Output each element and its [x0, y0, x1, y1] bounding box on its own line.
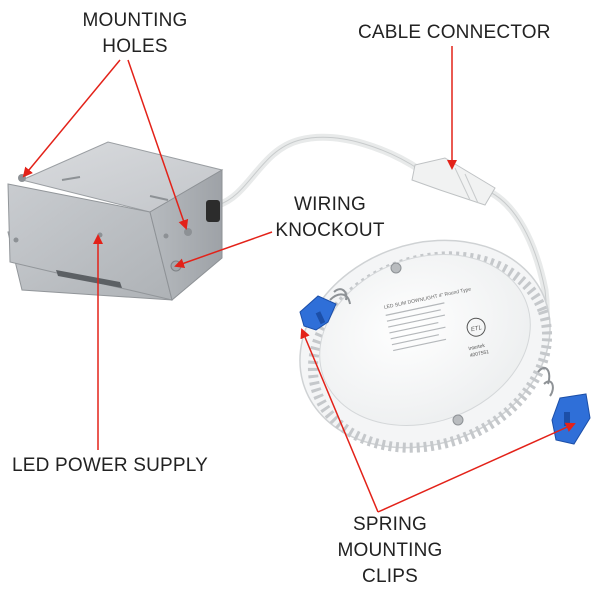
cert-number: 4007551: [469, 349, 490, 359]
panel-screw-bottom: [452, 414, 464, 426]
panel-screw-top: [390, 262, 402, 274]
intertek-brand: Intertek: [468, 343, 486, 352]
led-power-supply-box: [7, 141, 224, 301]
led-power-supply-label: LED POWER SUPPLY: [10, 453, 210, 479]
wiring-knockout-label: WIRING KNOCKOUT: [270, 192, 390, 244]
led-power-supply-label-text: LED POWER SUPPLY: [11, 455, 209, 476]
cable-strain-relief: [206, 200, 220, 222]
arrow-spring-clip-right: [377, 422, 576, 513]
spring-clip-right: [537, 366, 591, 445]
arrow-mounting-holes-right: [127, 59, 189, 230]
wiring-knockout-label-line-2: KNOCKOUT: [275, 220, 385, 241]
heat-sink-fins: [307, 251, 553, 453]
power-cable-outline: [217, 136, 421, 206]
mounting-hole-right: [184, 228, 192, 236]
spring-clips-label-line-1: SPRING: [352, 514, 428, 535]
mounting-holes-label-line-2: HOLES: [102, 36, 168, 57]
callout-arrows: [22, 46, 576, 513]
spring-mounting-clips-label: SPRING MOUNTING CLIPS: [330, 512, 450, 590]
spring-clips-label-line-3: CLIPS: [362, 566, 418, 587]
cable-connector: [411, 157, 496, 206]
mounting-holes-label-line-1: MOUNTING: [82, 10, 188, 31]
arrow-wiring-knockout: [174, 231, 273, 269]
wiring-knockout-label-line-1: WIRING: [294, 194, 366, 215]
cable-connector-label: CABLE CONNECTOR: [358, 20, 551, 46]
cable-connector-label-text: CABLE CONNECTOR: [358, 22, 551, 43]
etl-certification-logo: [466, 317, 486, 337]
arrow-mounting-holes-left: [22, 59, 121, 178]
box-slot: [56, 270, 122, 288]
spring-clip-left: [299, 288, 351, 331]
spring-clips-label-line-2: MOUNTING: [337, 540, 443, 561]
mounting-holes-label: MOUNTING HOLES: [70, 8, 200, 60]
led-downlight-panel: LED SLIM DOWNLIGHT 4" Round Type ETL Int…: [299, 239, 553, 453]
etl-mark: ETL: [471, 325, 483, 333]
arrow-spring-clip-left: [300, 328, 379, 513]
